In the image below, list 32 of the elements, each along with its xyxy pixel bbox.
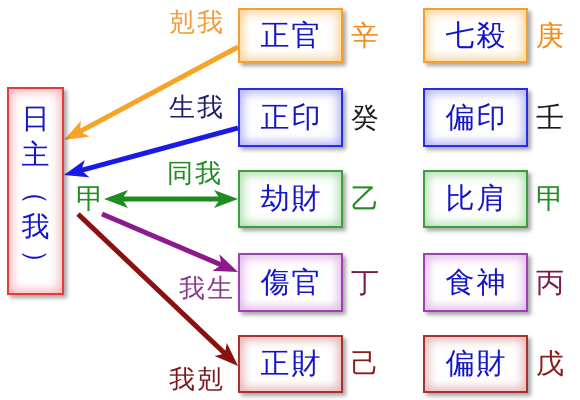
edge-label: 我生 [178,276,235,302]
arrow [63,126,239,178]
term-box: 傷官 [238,253,343,312]
term-box: 比肩 [423,170,528,228]
side-label: 辛 [351,20,379,52]
side-label: 乙 [351,183,379,215]
arrow [62,44,240,142]
arrow [101,212,239,274]
side-label: 己 [351,348,379,380]
side-label: 癸 [351,102,379,134]
term-box: 偏財 [423,335,528,393]
term-box: 正財 [238,335,343,393]
vertical-title-box: 日主（我） [7,87,64,295]
side-label: 丙 [536,266,564,298]
edge-label: 我剋 [168,367,225,393]
arrow [76,212,240,368]
term-box: 七殺 [423,8,528,63]
edge-label: 生我 [168,95,225,121]
term-box: 正官 [238,8,343,63]
double-arrow [104,190,238,208]
side-label: 甲 [536,183,564,215]
side-label: 壬 [536,102,564,134]
side-label: 戊 [536,348,564,380]
edge-label: 剋我 [168,10,225,36]
side-label: 庚 [536,20,564,52]
term-box: 正印 [238,88,343,147]
edge-label: 同我 [166,161,223,187]
term-box: 劫財 [238,170,343,228]
term-box: 食神 [423,253,528,312]
stem-label: 甲 [76,184,104,214]
term-box: 偏印 [423,88,528,147]
side-label: 丁 [351,266,379,298]
